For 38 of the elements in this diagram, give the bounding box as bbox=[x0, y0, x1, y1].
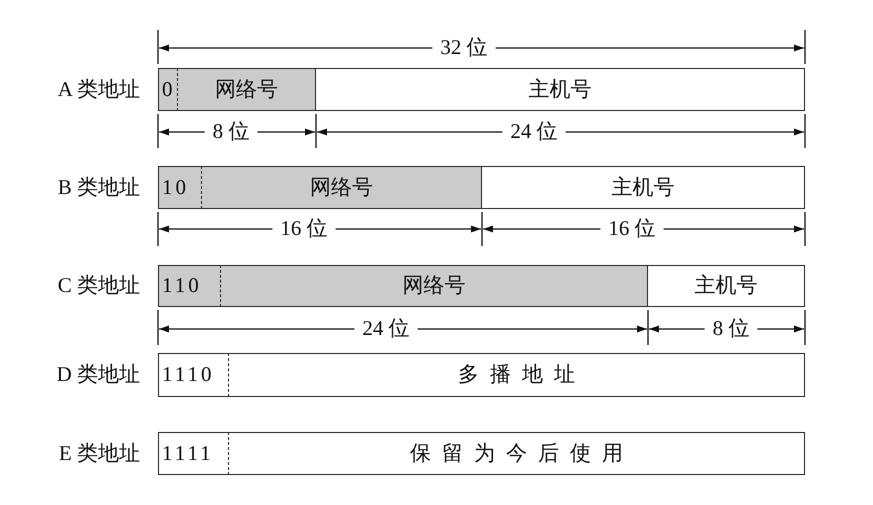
host-id-segment bbox=[316, 68, 805, 111]
field-label: 多播地址 bbox=[458, 363, 586, 387]
dimension-label: 24 位 bbox=[362, 317, 410, 341]
field-label: 主机号 bbox=[528, 78, 592, 102]
field-label: 网络号 bbox=[310, 176, 373, 200]
network-id-segment bbox=[178, 68, 316, 111]
dimension-label: 8 位 bbox=[212, 120, 250, 144]
row-label: B 类地址 bbox=[58, 176, 140, 200]
class-bits-segment bbox=[158, 432, 229, 475]
host-id-segment bbox=[648, 265, 805, 307]
dimension-label: 16 位 bbox=[280, 217, 328, 241]
class-bits-segment bbox=[158, 68, 178, 111]
row-label: D 类地址 bbox=[56, 363, 140, 387]
field-label: 主机号 bbox=[612, 176, 674, 200]
class-bits-label: 0 bbox=[162, 78, 176, 102]
class-bits-segment bbox=[158, 353, 229, 397]
address-segment bbox=[229, 432, 805, 475]
class-bits-label: 110 bbox=[162, 274, 202, 298]
field-label: 保留为今后使用 bbox=[410, 442, 634, 466]
address-segment bbox=[229, 353, 805, 397]
dimension-label: 24 位 bbox=[510, 120, 558, 144]
class-bits-segment bbox=[158, 265, 221, 307]
class-bits-label: 10 bbox=[162, 176, 189, 200]
field-label: 网络号 bbox=[215, 78, 278, 102]
class-bits-label: 1110 bbox=[162, 363, 214, 387]
class-bits-label: 1111 bbox=[162, 442, 214, 466]
network-id-segment bbox=[202, 166, 482, 209]
dimension-label: 32 位 bbox=[440, 36, 488, 60]
row-label: A 类地址 bbox=[58, 78, 140, 102]
row-label: E 类地址 bbox=[58, 442, 140, 466]
field-label: 主机号 bbox=[694, 274, 758, 298]
row-label: C 类地址 bbox=[58, 274, 140, 298]
network-id-segment bbox=[221, 265, 648, 307]
dimension-label: 16 位 bbox=[608, 217, 656, 241]
host-id-segment bbox=[482, 166, 805, 209]
class-bits-segment bbox=[158, 166, 202, 209]
field-label: 网络号 bbox=[402, 274, 466, 298]
dimension-label: 8 位 bbox=[712, 317, 750, 341]
